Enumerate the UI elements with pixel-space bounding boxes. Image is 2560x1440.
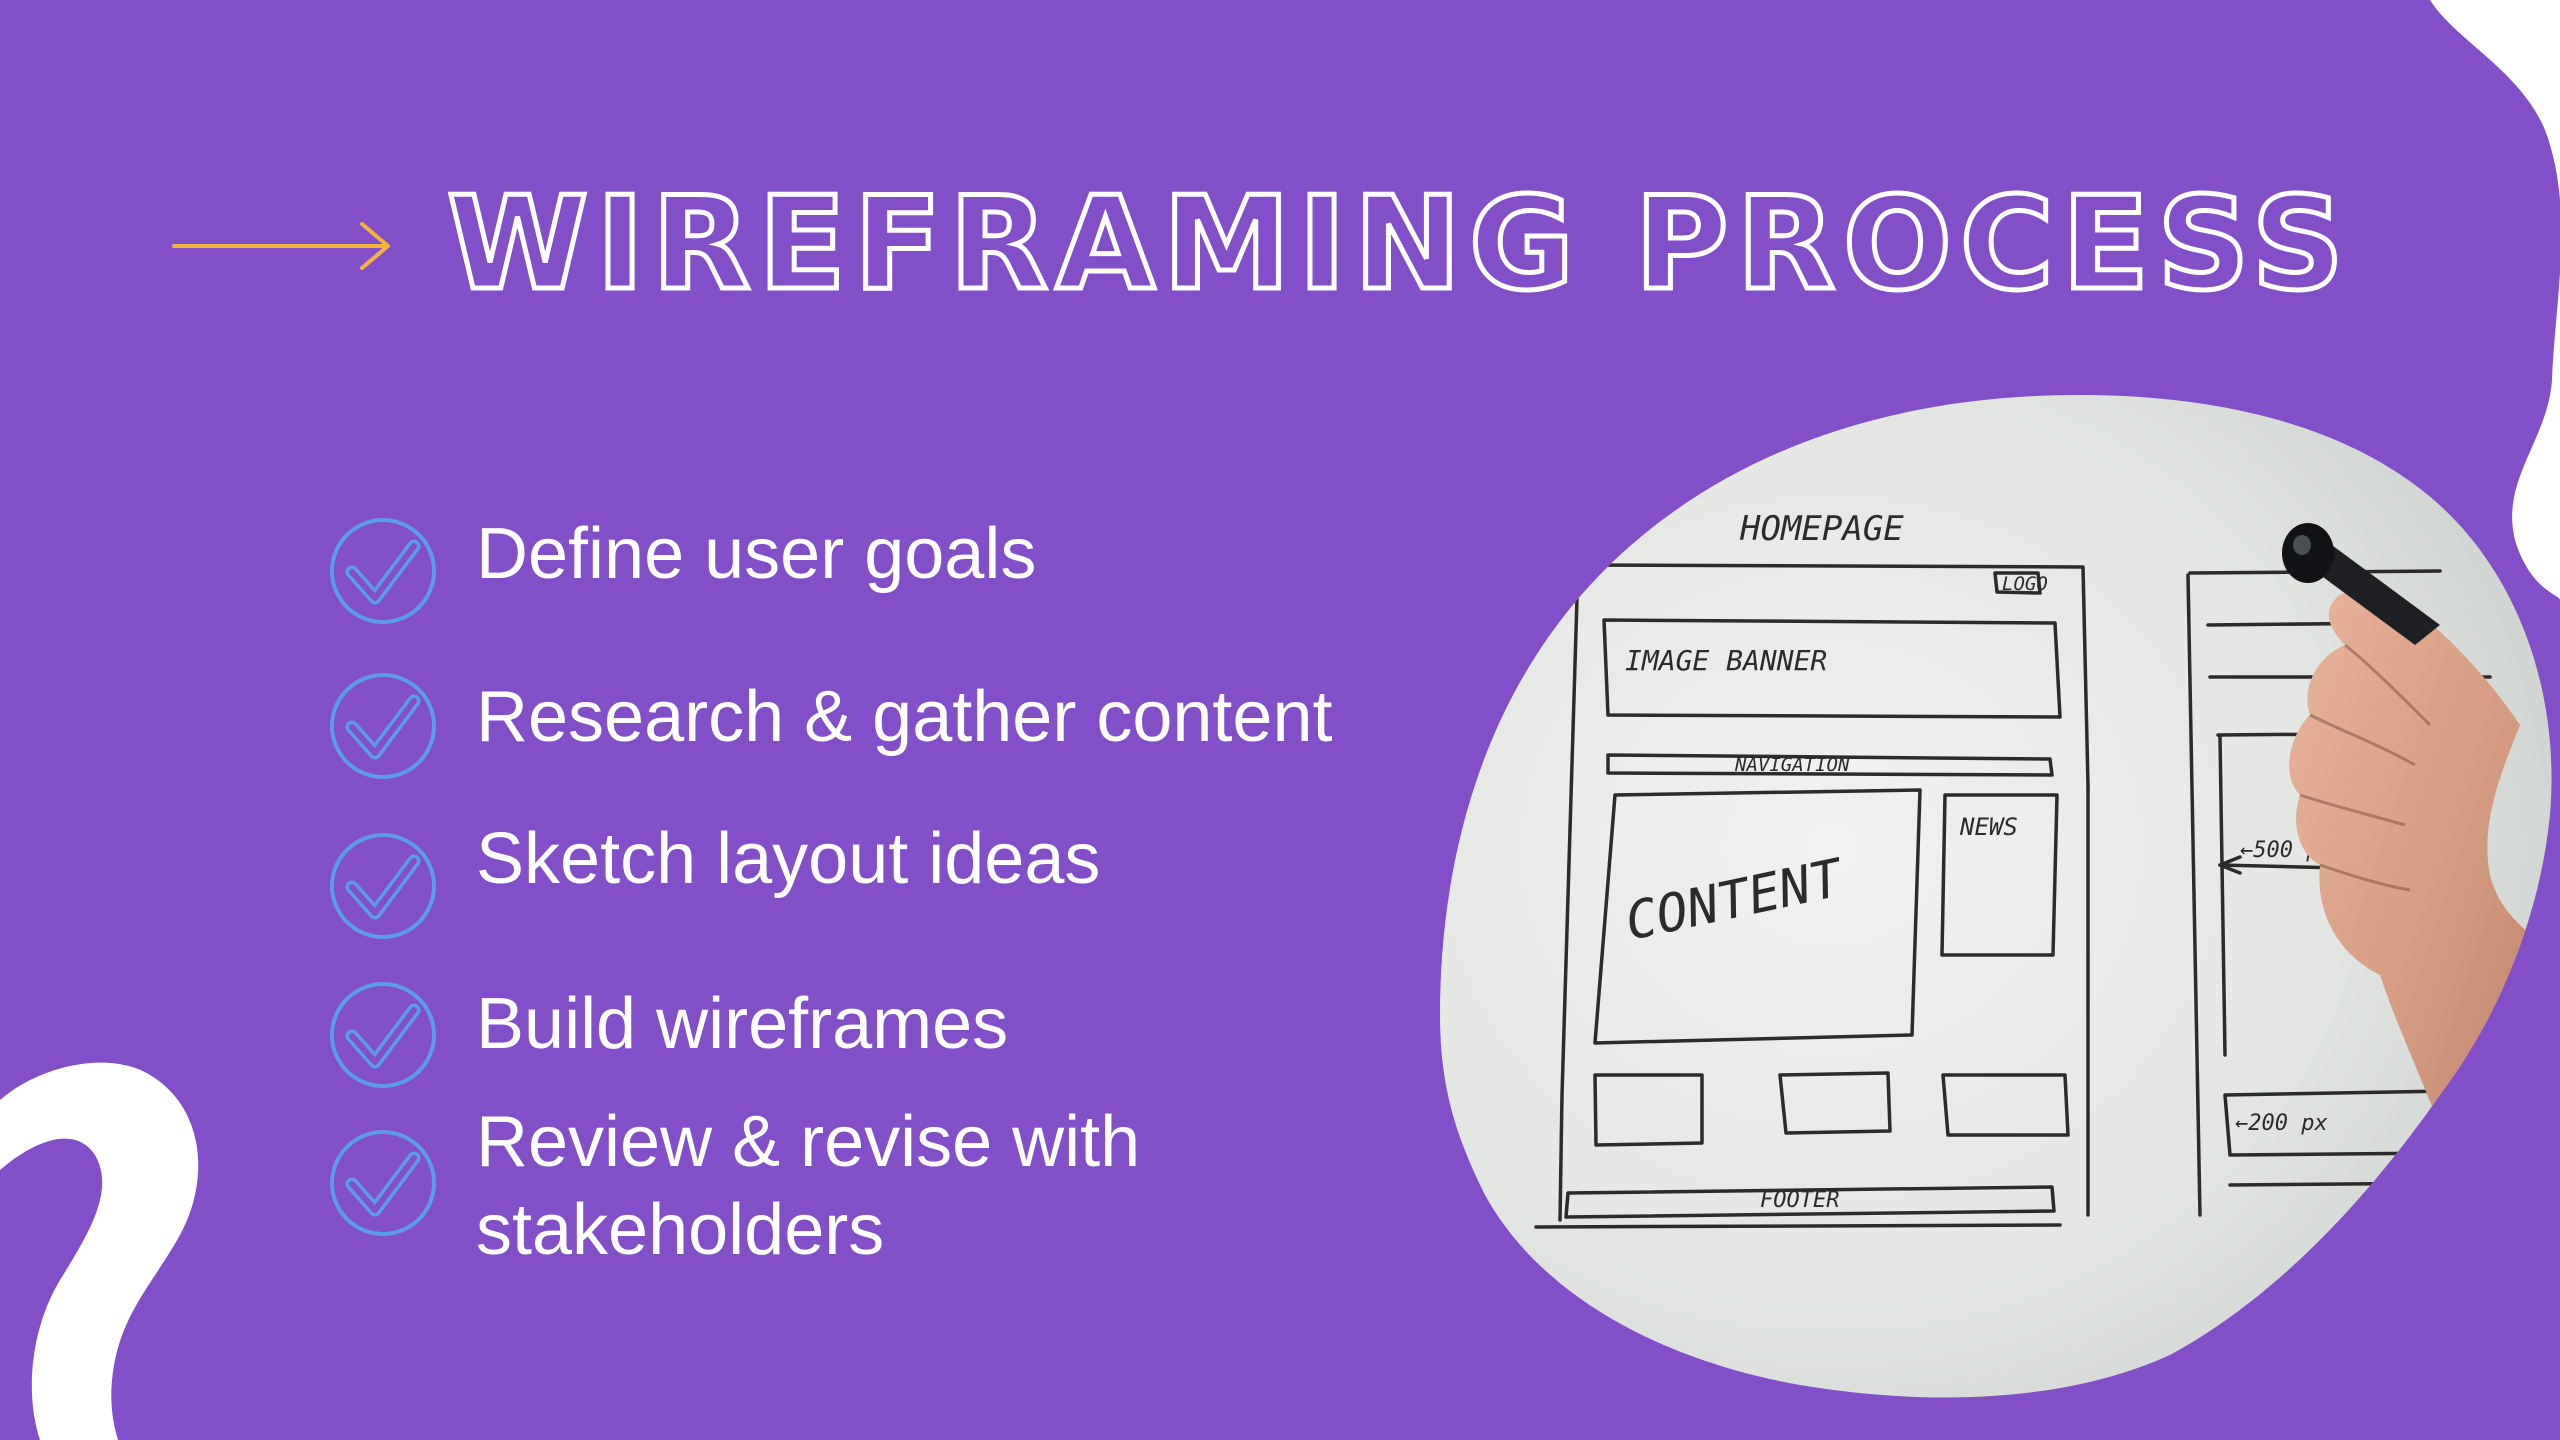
checklist-item-label: Review & revise with	[476, 1102, 1141, 1182]
sketch-logo-label: LOGO	[2002, 573, 2048, 595]
title-row: WIREFRAMING PROCESS	[172, 160, 2346, 330]
checklist-item-label: Build wireframes	[476, 984, 1009, 1064]
sketch-dimension-200-label: ←200 px	[2235, 1111, 2328, 1136]
checklist-item-label: Define user goals	[476, 514, 1037, 594]
long-right-arrow-icon	[172, 222, 390, 270]
sketch-homepage-label: HOMEPAGE	[1739, 509, 1904, 549]
circle-check-icon	[330, 1130, 436, 1236]
bottom-left-blob	[0, 1062, 199, 1440]
circle-check-icon	[330, 982, 436, 1088]
circle-check-icon	[330, 673, 436, 779]
checklist-item-label-line2: stakeholders	[476, 1190, 885, 1270]
slide-title: WIREFRAMING PROCESS	[445, 168, 2352, 322]
top-right-blob	[2430, 0, 2560, 600]
wireframe-sketch-photo: HOMEPAGE LOGO IMAGE BANNER NAVIGATION CO…	[1440, 395, 2552, 1398]
sketch-image-banner-label: IMAGE BANNER	[1625, 644, 1827, 677]
process-checklist: Define user goals Research & gather cont…	[328, 0, 1478, 1440]
circle-check-icon	[330, 833, 436, 939]
checklist-item-label: Research & gather content	[476, 677, 1333, 757]
circle-check-icon	[330, 518, 436, 624]
sketch-footer-label: FOOTER	[1760, 1188, 1839, 1213]
sketch-news-label: NEWS	[1959, 813, 2018, 841]
checklist-item-label: Sketch layout ideas	[476, 819, 1101, 899]
sketch-navigation-label: NAVIGATION	[1734, 754, 1850, 776]
